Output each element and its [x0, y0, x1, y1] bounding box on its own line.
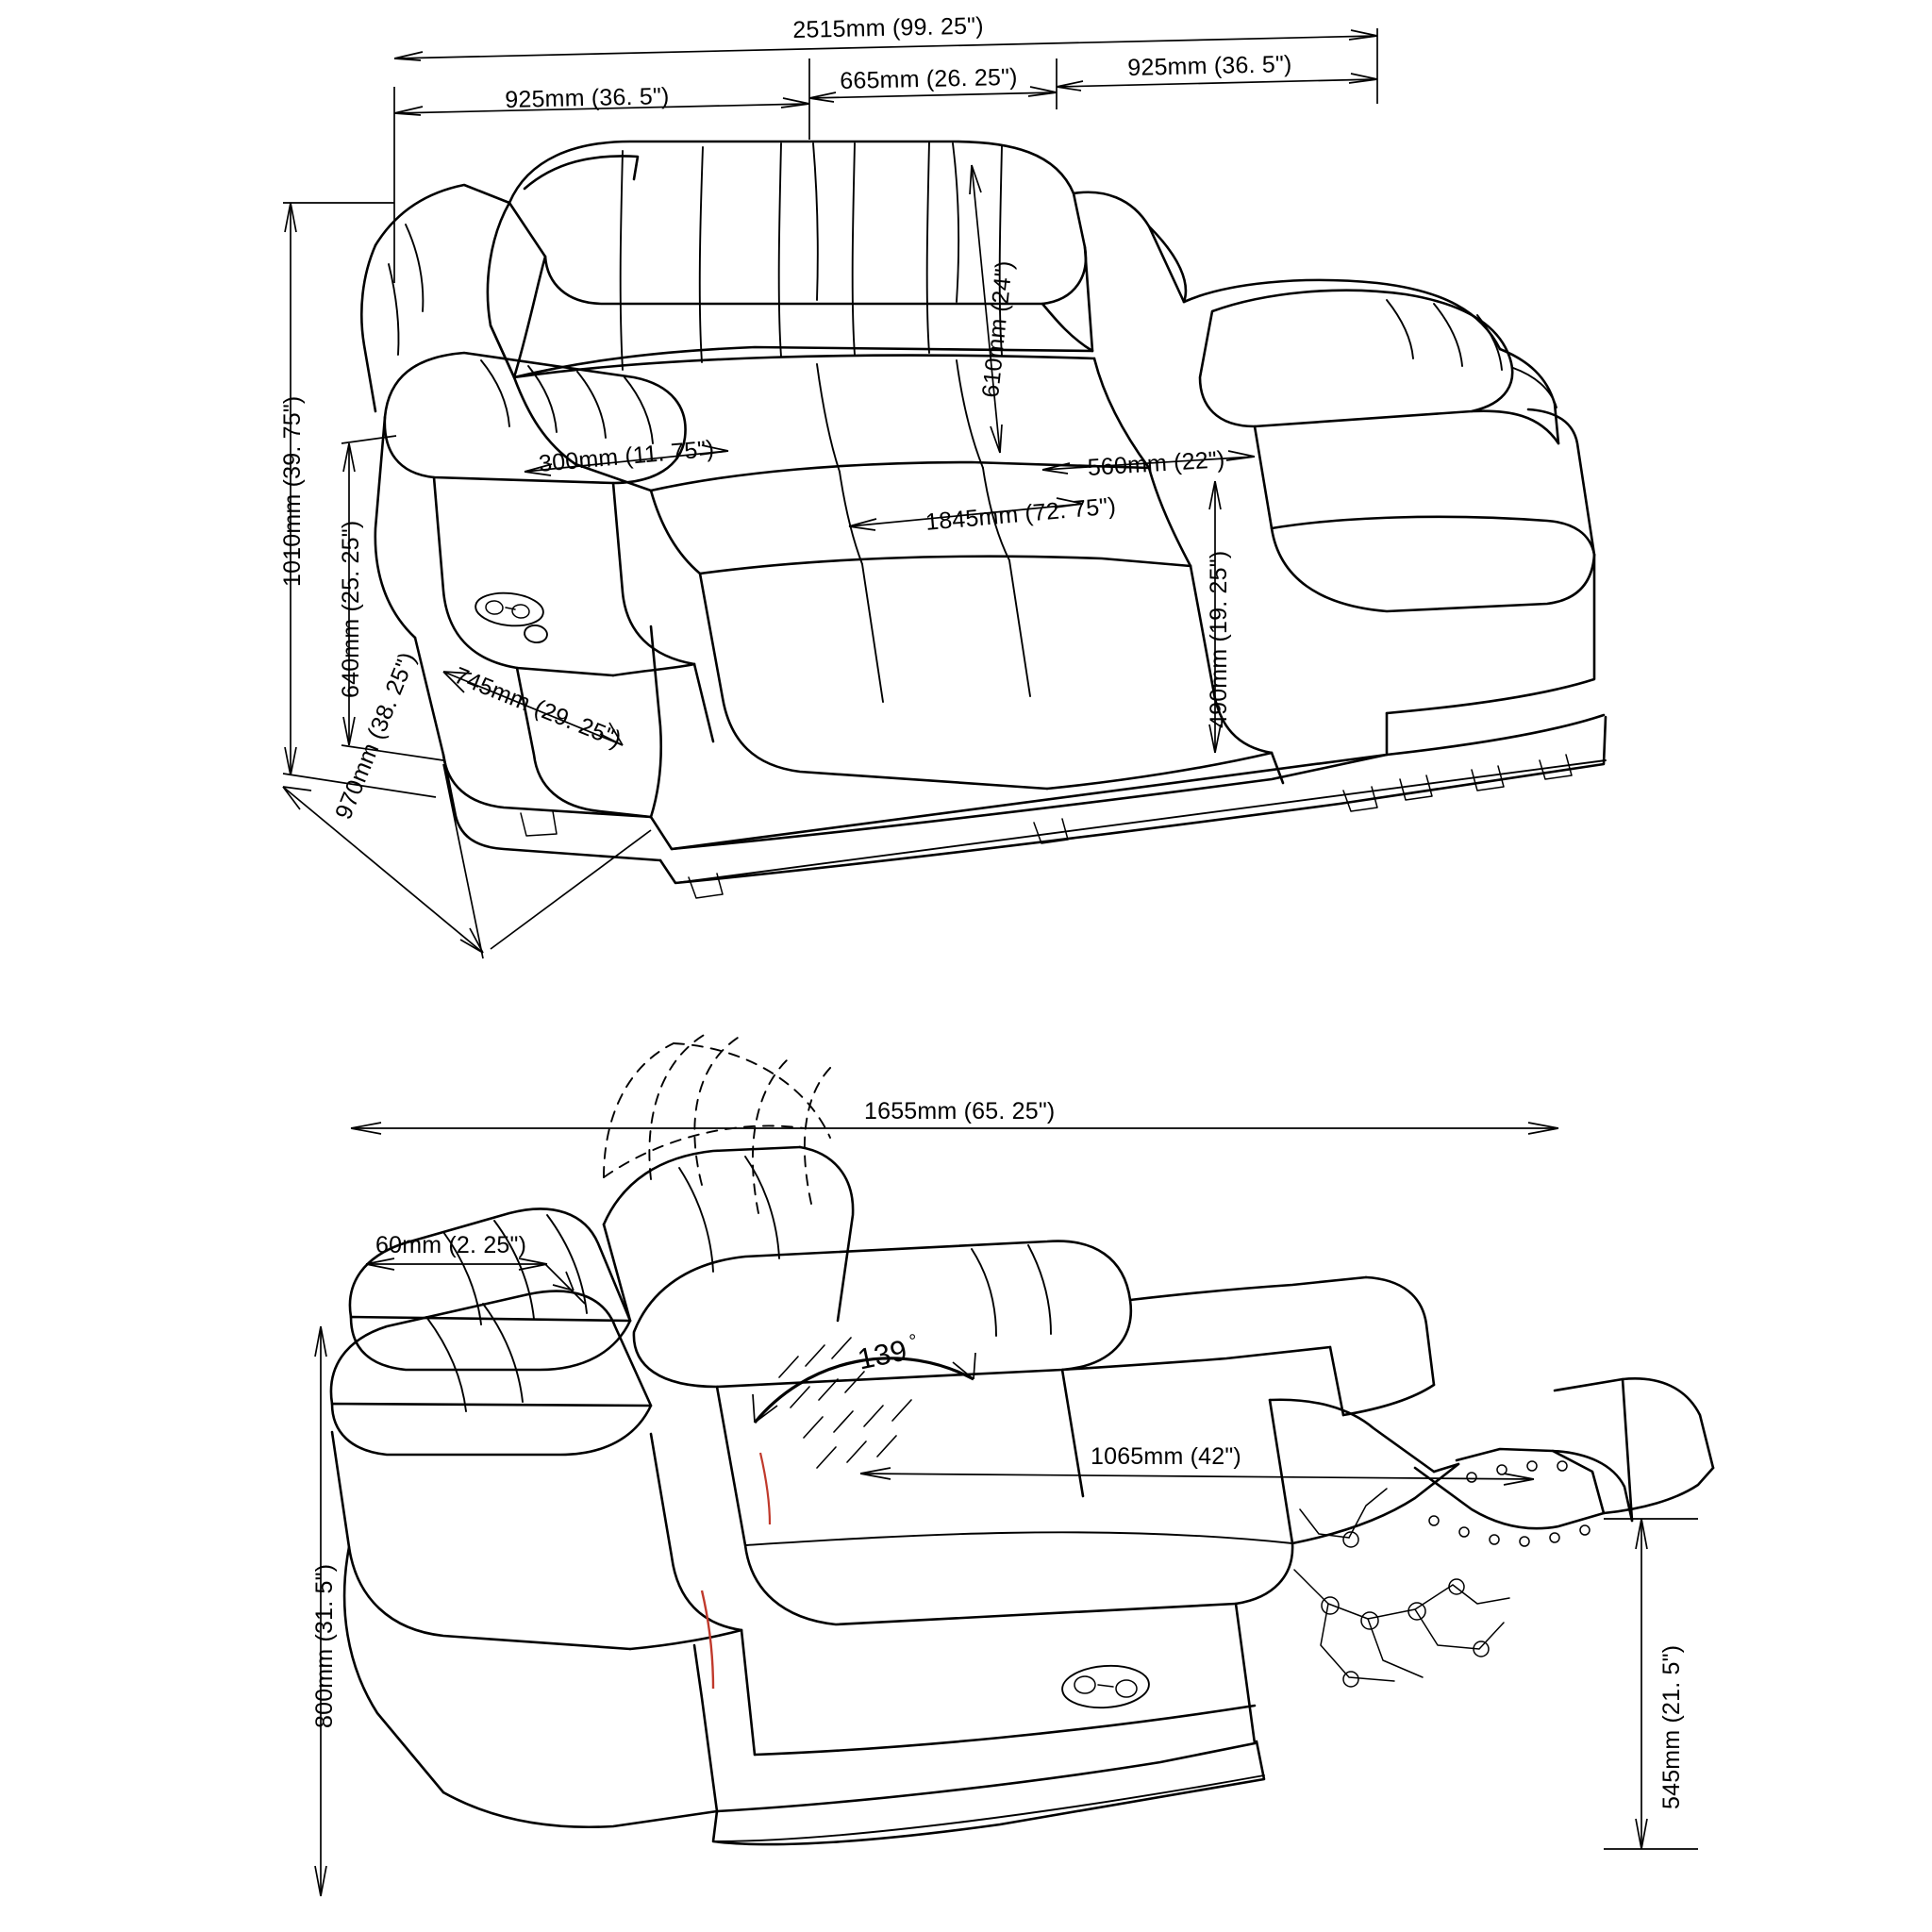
dim-label-reclined-height: 545mm (21. 5") — [1658, 1644, 1685, 1809]
dim-label-upright-height: 800mm (31. 5") — [311, 1563, 338, 1728]
dim-label-arm-height: 640mm (25. 25") — [338, 520, 364, 698]
power-recline-button-top-view — [475, 591, 548, 644]
dim-label-overall-width: 2515mm (99. 25") — [792, 12, 985, 43]
dim-label-center-seat-width: 665mm (26. 25") — [840, 63, 1018, 94]
power-recline-button-side-view — [1061, 1664, 1150, 1709]
dim-label-right-seat-width: 925mm (36. 5") — [1127, 51, 1292, 81]
dim-label-seat-height: 490mm (19. 25") — [1206, 550, 1232, 728]
dim-label-wall-clearance: 60mm (2. 25") — [375, 1232, 527, 1258]
bottom-view-recliner — [329, 1033, 1715, 1846]
dim-label-extended-length: 1655mm (65. 25") — [864, 1098, 1056, 1124]
bottom-view-dimension-lines — [314, 1122, 1698, 1897]
top-view-sofa — [360, 140, 1607, 899]
top-view-dimension-lines — [282, 28, 1378, 959]
dim-label-overall-height: 1010mm (39. 75") — [279, 395, 306, 587]
dim-label-extended-seat-length: 1065mm (42") — [1091, 1443, 1241, 1470]
dim-label-left-seat-width: 925mm (36. 5") — [505, 83, 670, 113]
